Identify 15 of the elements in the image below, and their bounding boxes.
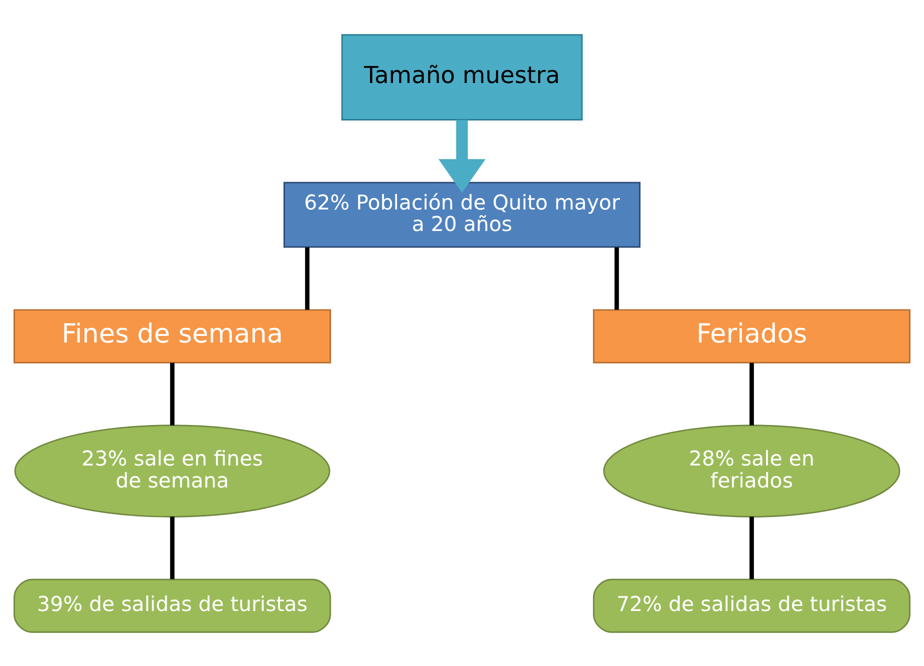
connector: [170, 516, 174, 579]
node-ellipse: 23% sale en fines de semana: [14, 424, 330, 517]
node-box: Feriados: [592, 308, 910, 363]
connector: [170, 362, 174, 425]
node-box: 62% Población de Quito mayor a 20 años: [284, 181, 640, 248]
node-box: Fines de semana: [14, 308, 332, 363]
connector: [614, 246, 619, 310]
arrow: [438, 120, 486, 192]
node-ellipse: 28% sale en feriados: [603, 424, 900, 517]
connector: [305, 246, 310, 310]
node-box: 72% de salidas de turistas: [592, 578, 910, 632]
connector: [750, 516, 754, 579]
node-box: 39% de salidas de turistas: [14, 578, 332, 632]
node-box: Tamaño muestra: [341, 34, 583, 120]
connector: [750, 362, 754, 425]
